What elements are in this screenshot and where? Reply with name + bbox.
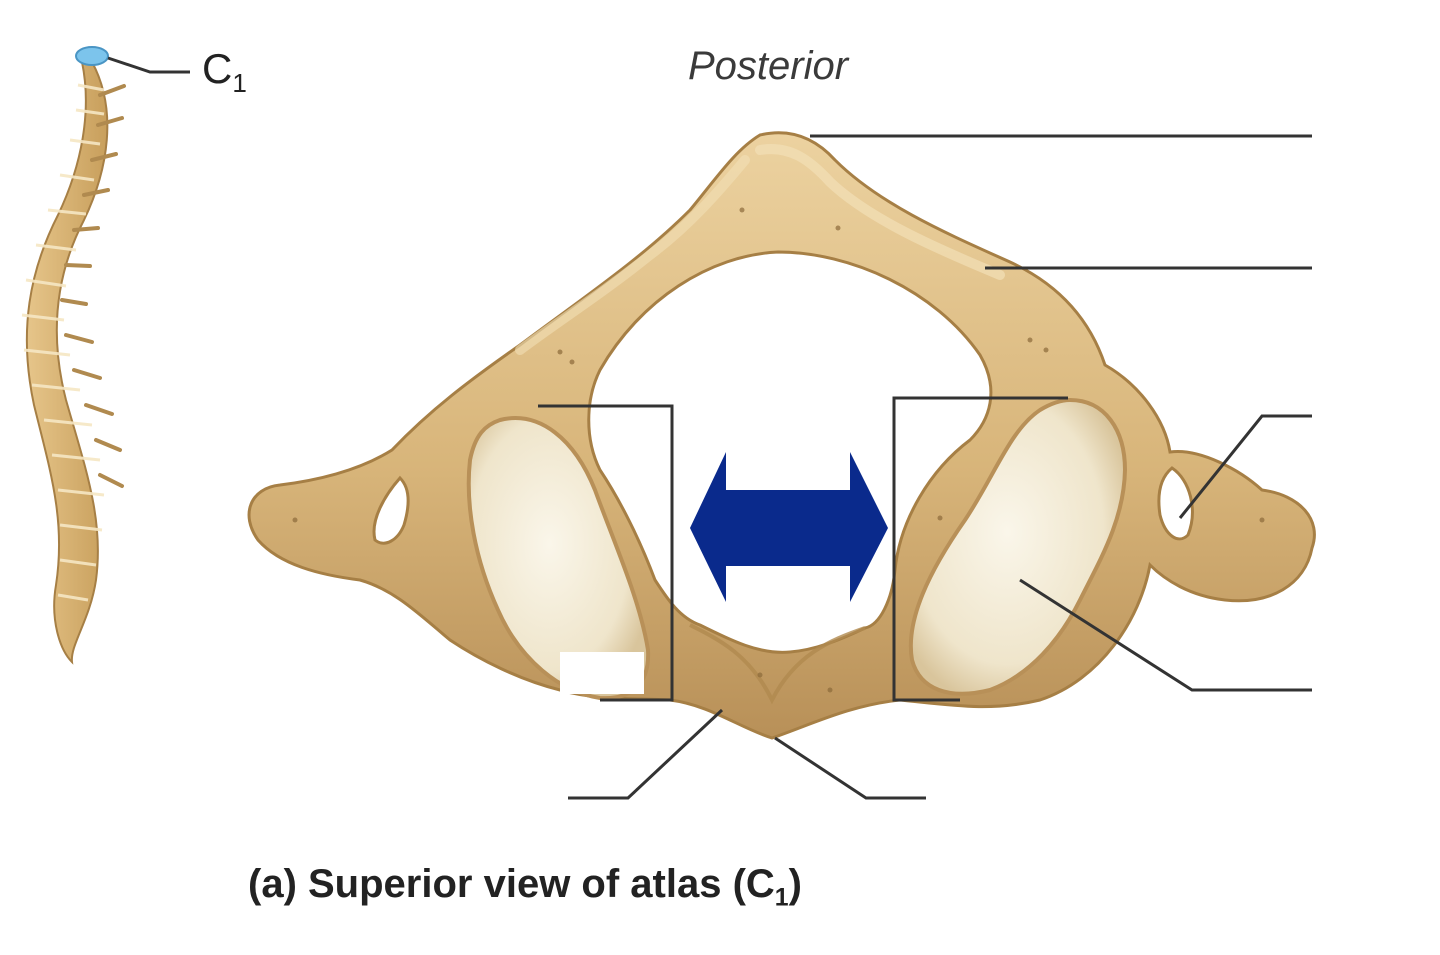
blank-label-box [560,652,644,694]
superior-articular-facet-right [908,397,1128,696]
leader-line-lateral-mass-left [538,404,674,702]
leader-line-superior-articular-facet [1019,578,1312,692]
transverse-foramen-right [1157,466,1194,541]
leader-line-anterior-tubercle [774,736,926,800]
figure-caption: (a) Superior view of atlas (C1) [248,862,802,912]
leader-line-anterior-arch [568,708,724,800]
transverse-foramen-left [372,475,410,545]
leader-line-transverse-foramen [1178,414,1312,519]
superior-articular-facet-left [466,416,651,701]
vertebral-foramen [587,250,993,654]
orientation-label: Posterior [688,44,849,88]
c1-leader-line [107,56,190,74]
double-arrow-icon [690,452,888,602]
c1-highlight [75,46,109,66]
atlas-vertebra [247,131,1316,740]
spine-thumbnail [21,46,190,665]
leader-line-lateral-mass-right [892,396,1068,702]
c1-label: C1 [202,45,247,99]
